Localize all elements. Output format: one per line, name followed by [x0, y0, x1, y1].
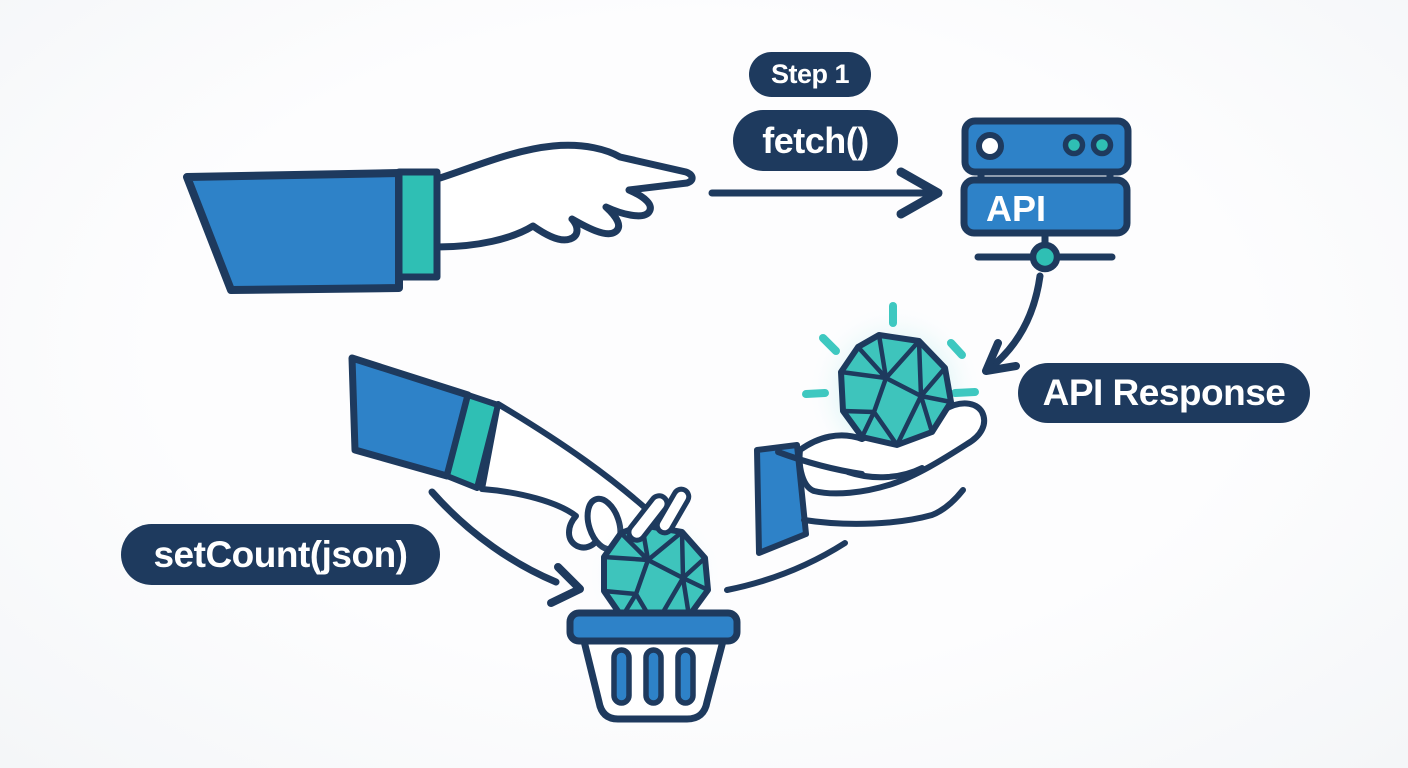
basket-rim	[566, 609, 741, 645]
basket-icon	[566, 609, 741, 723]
pointing-hand-cuff	[395, 168, 441, 281]
response-gem-facets	[838, 332, 954, 448]
server-power-light	[976, 132, 1004, 160]
curved-down-arrow	[982, 272, 1044, 375]
state-gem-facets	[601, 522, 711, 629]
server-network-node	[1029, 241, 1061, 273]
open-palm-hand-icon	[754, 302, 988, 556]
server-stack-icon: API	[960, 117, 1132, 273]
curved-drop-arrow	[428, 488, 584, 607]
receiving-hand-palm-line	[845, 465, 925, 481]
api-server-label: API	[986, 188, 1046, 229]
receiving-hand-sleeve	[754, 442, 809, 556]
dropping-hand-fingers	[626, 486, 692, 543]
curved-handoff-line	[724, 540, 848, 593]
api-response-label: API Response	[1018, 363, 1310, 423]
server-led-2	[1090, 133, 1114, 157]
gem-rays	[802, 302, 979, 398]
fetch-call-label: fetch()	[733, 110, 898, 171]
hand-pointing-right-icon	[183, 141, 696, 294]
set-count-label: setCount(json)	[121, 524, 440, 585]
pointing-hand-shape	[433, 141, 696, 251]
server-led-1	[1062, 133, 1086, 157]
state-gem-icon	[587, 507, 723, 643]
pointing-hand-sleeve	[183, 169, 403, 294]
server-bottom-unit	[960, 176, 1131, 237]
receiving-hand-lower-line	[801, 487, 966, 527]
step-badge: Step 1	[749, 52, 871, 97]
basket-slats	[611, 647, 696, 706]
faceted-gem-icon	[838, 332, 954, 448]
server-top-unit	[961, 117, 1132, 176]
dropping-hand-cuff	[444, 392, 501, 491]
straight-right-arrow	[708, 167, 943, 219]
